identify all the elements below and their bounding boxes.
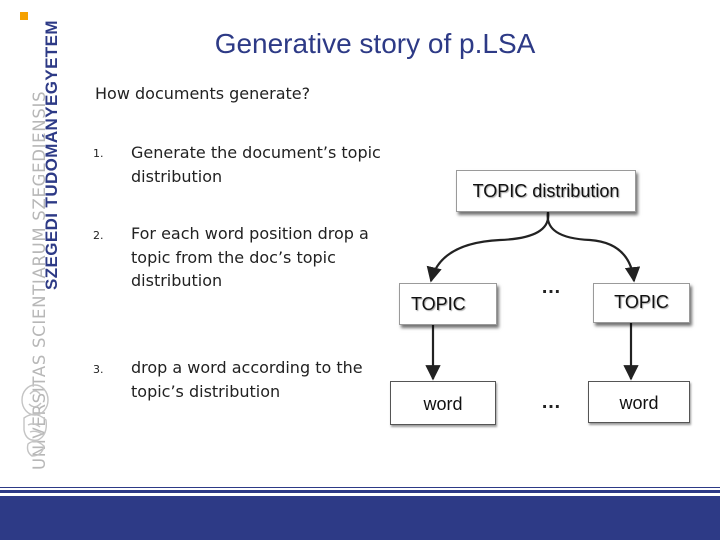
step-number: 1. xyxy=(93,147,104,160)
arrow-root-to-topic-left xyxy=(426,211,550,283)
slide-title: Generative story of p.LSA xyxy=(214,28,536,59)
step-text: Generate the document’s topic distributi… xyxy=(131,143,381,186)
topic-distribution-node: TOPIC distribution xyxy=(456,170,636,212)
word-ellipsis: … xyxy=(541,391,562,413)
word-node-left: word xyxy=(390,381,496,425)
step-text: drop a word according to the topic’s dis… xyxy=(131,358,363,401)
step-number: 2. xyxy=(93,229,104,242)
topic-node-left: TOPIC xyxy=(399,283,497,325)
step-number: 3. xyxy=(93,363,104,376)
footer-divider-band xyxy=(0,490,720,493)
word-node-right: word xyxy=(588,381,690,423)
logo-square-icon xyxy=(20,12,28,20)
footer-bar xyxy=(0,496,720,540)
university-seal-icon xyxy=(21,384,49,457)
step-text: For each word position drop a topic from… xyxy=(131,224,369,290)
topic-node-right: TOPIC xyxy=(593,283,690,323)
arrow-root-to-topic-right xyxy=(546,211,641,283)
footer-divider-line xyxy=(0,487,720,488)
node-label: TOPIC xyxy=(614,292,669,312)
node-label: word xyxy=(619,393,659,413)
node-label: TOPIC distribution xyxy=(472,181,620,201)
node-label: word xyxy=(423,394,463,414)
slide-subtitle: How documents generate? xyxy=(95,84,311,103)
node-label: TOPIC xyxy=(411,294,466,314)
university-sidebar: SZEGEDI TUDOMÁNYEGYETEM UNIVERSITAS SCIE… xyxy=(0,0,61,480)
topic-ellipsis: … xyxy=(541,276,562,298)
